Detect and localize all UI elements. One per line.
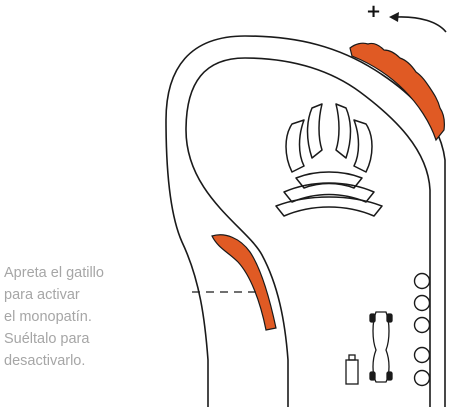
led-indicator-icon	[413, 369, 431, 387]
board-icon	[369, 311, 393, 383]
battery-icon	[345, 354, 359, 385]
trigger-caption: Apreta el gatillo para activar el monopa…	[4, 262, 174, 372]
remote-outer-outline	[165, 35, 446, 407]
led-indicator-icon	[413, 294, 431, 312]
caption-line: el monopatín.	[4, 309, 92, 325]
remote-inner-outline	[185, 57, 431, 407]
led-indicator-icon	[413, 316, 431, 334]
led-indicators	[413, 272, 431, 387]
accent-trigger	[211, 234, 277, 331]
rotate-arrow-icon	[395, 16, 447, 33]
led-indicator-icon	[413, 272, 431, 290]
arrow-head	[389, 12, 399, 22]
caption-line: Suéltalo para	[4, 331, 90, 347]
caption-line: para activar	[4, 287, 80, 303]
logo-mark-icon	[275, 103, 383, 217]
caption-line: desactivarlo.	[4, 353, 86, 369]
rotation-direction-symbol: +	[366, 1, 382, 22]
led-indicator-icon	[413, 346, 431, 364]
accent-wheel	[349, 42, 445, 142]
caption-line: Apreta el gatillo	[4, 265, 104, 281]
